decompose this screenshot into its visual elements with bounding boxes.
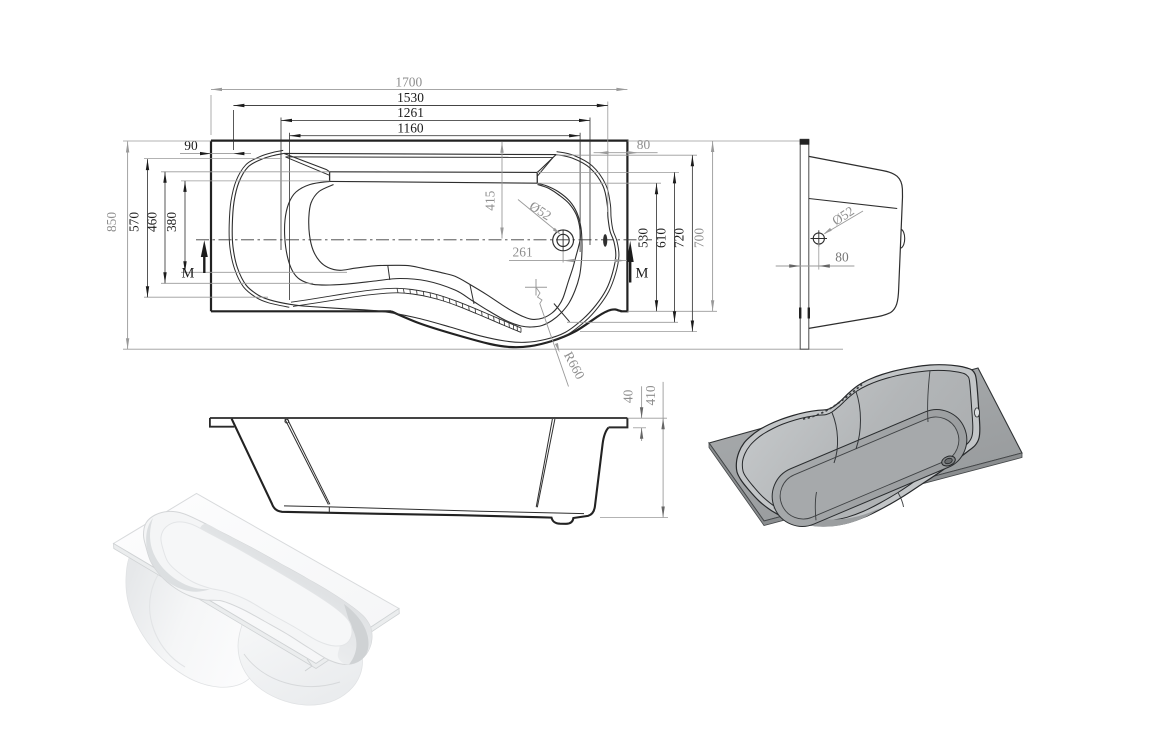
svg-text:1160: 1160	[397, 120, 424, 135]
svg-text:410: 410	[643, 385, 658, 405]
svg-text:1700: 1700	[395, 74, 422, 89]
svg-text:40: 40	[621, 389, 636, 403]
svg-text:610: 610	[654, 228, 669, 248]
svg-text:M: M	[636, 266, 649, 282]
svg-text:570: 570	[127, 212, 142, 232]
svg-text:261: 261	[513, 245, 533, 260]
svg-text:530: 530	[636, 228, 651, 248]
svg-text:1530: 1530	[397, 90, 424, 105]
svg-text:90: 90	[184, 138, 198, 153]
svg-text:850: 850	[104, 212, 119, 232]
svg-text:720: 720	[671, 228, 686, 248]
svg-text:700: 700	[692, 228, 707, 248]
svg-text:80: 80	[637, 137, 651, 152]
svg-text:80: 80	[835, 250, 849, 265]
svg-text:415: 415	[482, 190, 497, 210]
svg-text:460: 460	[145, 212, 160, 232]
svg-text:380: 380	[164, 212, 179, 232]
svg-text:1261: 1261	[397, 105, 424, 120]
svg-text:M: M	[182, 266, 195, 282]
